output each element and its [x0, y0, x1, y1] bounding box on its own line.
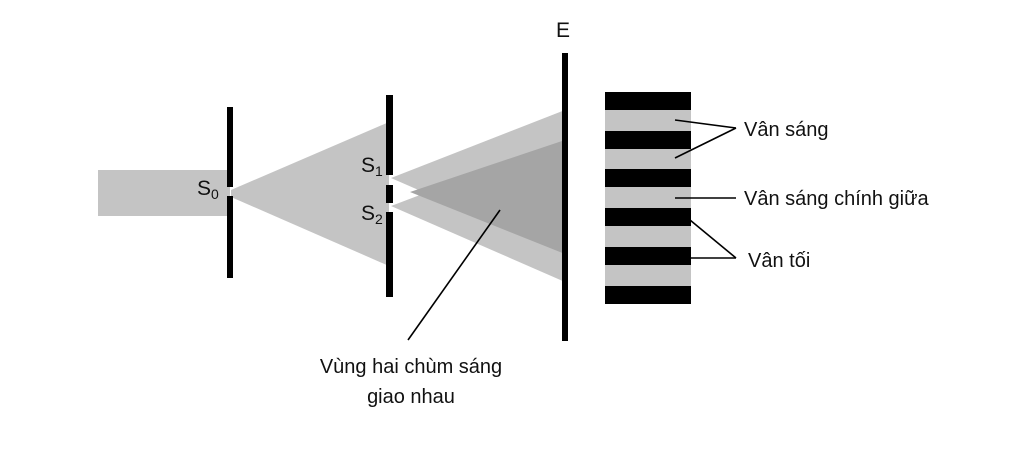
leader-bright-fringe-2 — [674, 127, 737, 159]
slit1-subscript: 1 — [375, 163, 383, 179]
dark-fringe — [605, 169, 691, 187]
dark-fringe — [605, 131, 691, 149]
dark-fringe — [605, 208, 691, 226]
dark-fringe — [605, 247, 691, 265]
dark-fringes-label: Vân tối — [748, 250, 811, 272]
barrier-s0-bottom — [227, 196, 233, 278]
incident-light-beam — [98, 170, 230, 216]
leader-dark-fringe-1 — [689, 219, 737, 259]
leader-bright-fringe-1 — [674, 119, 737, 129]
slit1-label: S1 — [361, 155, 383, 178]
barrier-s0-top — [227, 107, 233, 187]
barrier-s1s2-middle — [386, 185, 393, 203]
barrier-s1s2-top — [386, 95, 393, 175]
source-slit-letter: S — [197, 177, 212, 200]
slit2-letter: S — [361, 202, 376, 225]
overlap-region-label: Vùng hai chùm sáng giao nhau — [296, 352, 526, 412]
slit2-label: S2 — [361, 203, 383, 226]
barrier-s1s2-bottom — [386, 212, 393, 297]
screen-label-text: E — [556, 19, 571, 42]
dark-fringe — [605, 286, 691, 304]
fringe-pattern — [605, 92, 691, 304]
leader-overlap-region — [407, 209, 501, 341]
overlap-region-line2: giao nhau — [367, 386, 455, 408]
central-bright-fringe-label: Vân sáng chính giữa — [744, 188, 929, 210]
bright-fringes-label: Vân sáng — [744, 119, 829, 141]
source-slit-subscript: 0 — [211, 186, 219, 202]
source-slit-label: S0 — [197, 178, 219, 201]
dark-fringe — [605, 92, 691, 110]
beam-overlap-region — [410, 140, 565, 254]
diffracted-beam-from-s0 — [231, 122, 389, 266]
overlap-region-line1: Vùng hai chùm sáng — [319, 356, 503, 378]
screen-label: E — [556, 20, 570, 41]
slit2-subscript: 2 — [375, 211, 383, 227]
screen-e — [562, 53, 568, 341]
slit1-letter: S — [361, 154, 376, 177]
